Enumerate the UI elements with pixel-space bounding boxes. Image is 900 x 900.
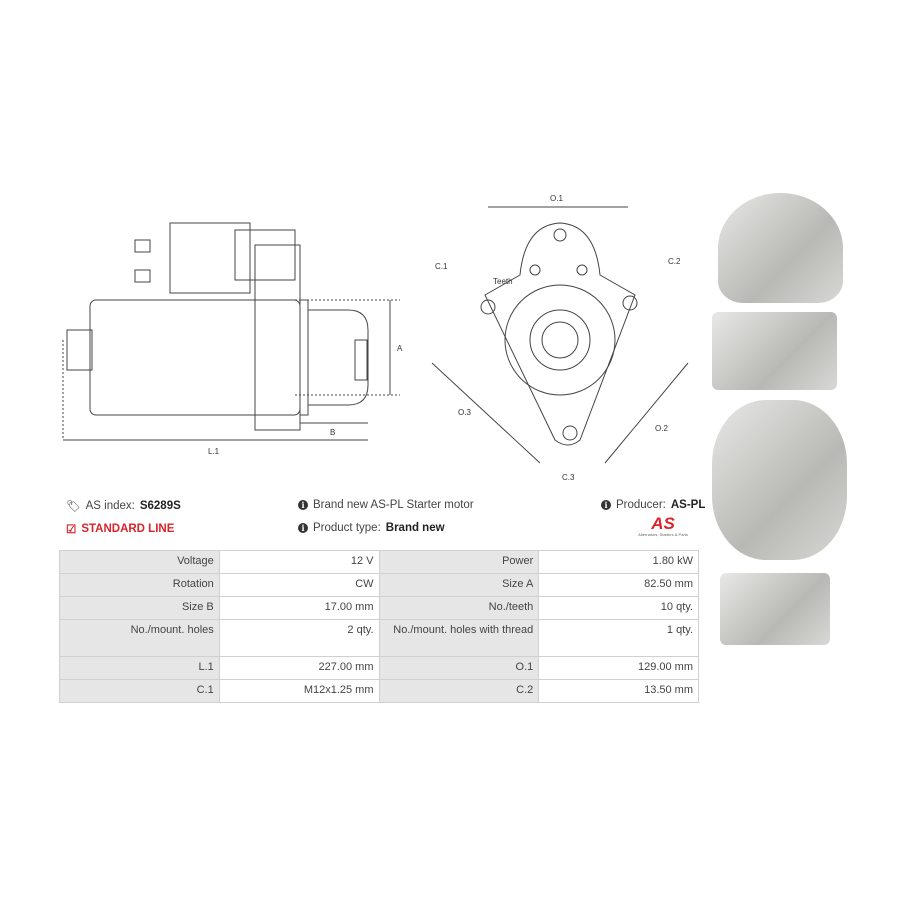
spec-value: 227.00 mm: [218, 656, 380, 680]
spec-label: Rotation: [59, 573, 220, 597]
spec-value: 17.00 mm: [218, 596, 380, 620]
label-o2: O.2: [655, 424, 668, 433]
spec-value: 2 qty.: [218, 619, 380, 657]
info-icon: i: [298, 500, 308, 510]
product-photo-rear: [712, 400, 847, 560]
spec-value: 82.50 mm: [538, 573, 699, 597]
spec-value: 1 qty.: [538, 619, 699, 657]
spec-value: CW: [218, 573, 380, 597]
label-c1: C.1: [435, 262, 448, 271]
spec-label: No./mount. holes: [59, 619, 220, 657]
spec-label: L.1: [59, 656, 220, 680]
spec-value: 13.50 mm: [538, 679, 699, 703]
spec-label: O.1: [378, 656, 540, 680]
spec-value: M12x1.25 mm: [218, 679, 380, 703]
label-teeth: Teeth: [493, 277, 513, 286]
info-icon: i: [601, 500, 611, 510]
spec-label: C.2: [378, 679, 540, 703]
label-o1: O.1: [550, 194, 563, 203]
label-a: A: [397, 344, 403, 353]
side-view-drawing: [62, 222, 400, 441]
spec-label: No./teeth: [378, 596, 540, 620]
spec-label: Voltage: [59, 550, 220, 574]
tags-icon: 🏷: [66, 501, 81, 513]
as-pl-logo: AS Alternators, Starters & Parts: [638, 514, 688, 537]
spec-value: 1.80 kW: [538, 550, 699, 574]
info-icon: i: [298, 523, 308, 533]
spec-label: Size A: [378, 573, 540, 597]
label-b: B: [330, 428, 336, 437]
spec-value: 129.00 mm: [538, 656, 699, 680]
product-photo-side: [712, 312, 837, 390]
product-photo-front: [718, 193, 843, 303]
product-photo-angle: [720, 573, 830, 645]
as-index: 🏷AS index:S6289S: [66, 500, 181, 513]
front-view-drawing: [431, 206, 689, 464]
standard-line: ☑STANDARD LINE: [66, 523, 175, 536]
spec-label: Size B: [59, 596, 220, 620]
label-l1: L.1: [208, 447, 220, 456]
spec-value: 10 qty.: [538, 596, 699, 620]
label-c3: C.3: [562, 473, 575, 482]
spec-label: No./mount. holes with thread: [378, 619, 540, 657]
label-c2: C.2: [668, 257, 681, 266]
spec-value: 12 V: [218, 550, 380, 574]
spec-label: Power: [378, 550, 540, 574]
checkbox-icon: ☑: [66, 524, 77, 536]
spec-label: C.1: [59, 679, 220, 703]
label-o3: O.3: [458, 408, 471, 417]
